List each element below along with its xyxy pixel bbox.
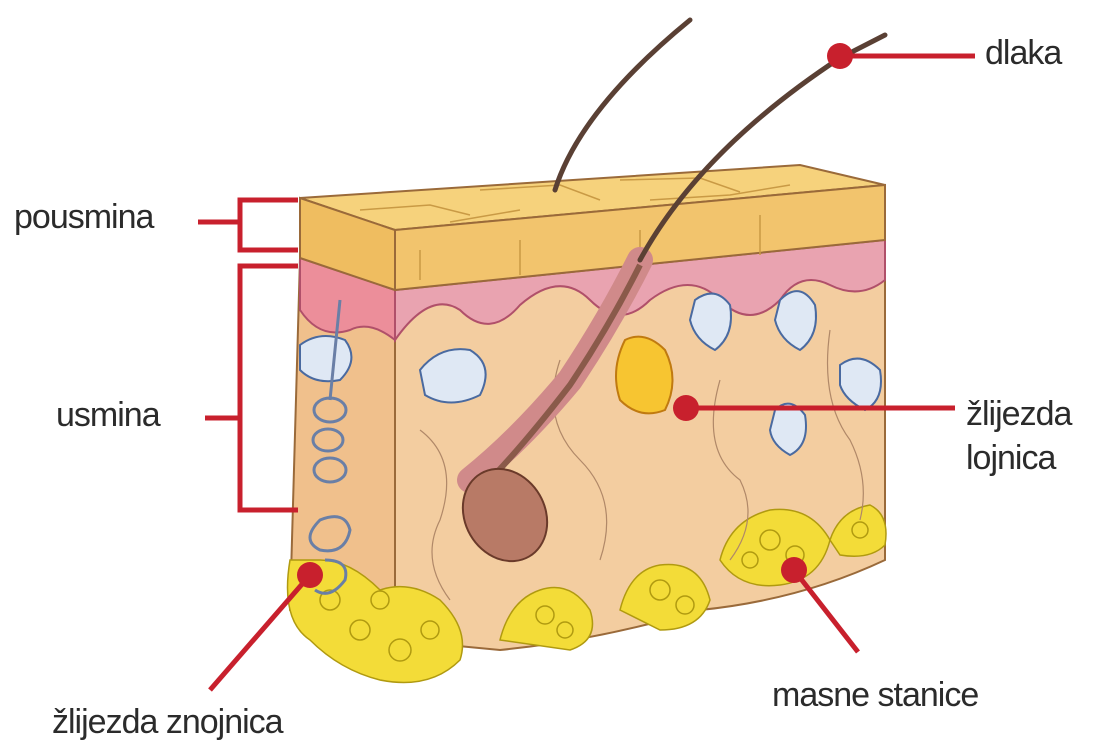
label-zlijezda-lojnica-line2: lojnica (966, 436, 1071, 480)
label-zlijezda-lojnica-line1: žlijezda (966, 392, 1071, 436)
znojnica-pointer-line (210, 575, 310, 690)
skin-block (288, 165, 887, 683)
label-usmina: usmina (56, 398, 160, 432)
dlaka-pointer-dot (827, 43, 853, 69)
label-zlijezda-znojnica: žlijezda znojnica (52, 705, 283, 739)
sebaceous-gland (616, 337, 673, 414)
masne-pointer-dot (781, 557, 807, 583)
znojnica-pointer-dot (297, 562, 323, 588)
label-masne-stanice: masne stanice (772, 678, 978, 712)
label-dlaka: dlaka (985, 36, 1061, 70)
label-zlijezda-lojnica: žlijezda lojnica (966, 392, 1071, 480)
layer-brackets (198, 200, 298, 510)
lojnica-pointer-dot (673, 395, 699, 421)
hair-strand-left (555, 20, 690, 190)
usmina-bracket (240, 266, 298, 510)
pousmina-bracket (240, 200, 298, 250)
label-pousmina: pousmina (14, 200, 153, 234)
